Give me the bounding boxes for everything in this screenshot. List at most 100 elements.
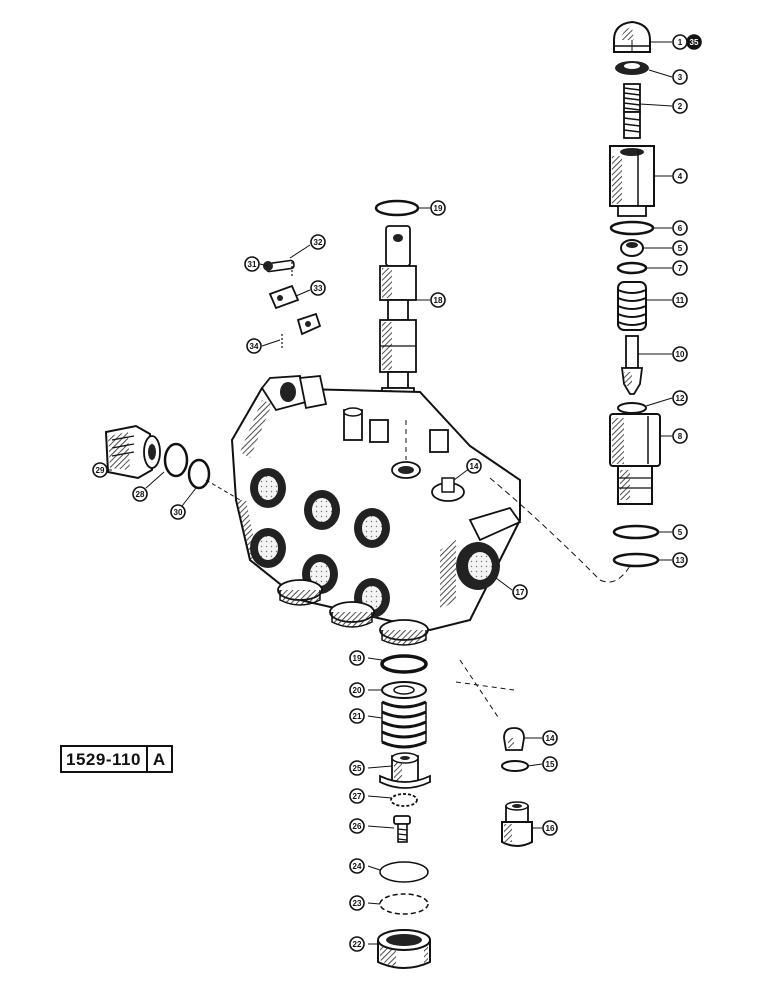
callout-circle xyxy=(92,462,108,478)
callout-circle xyxy=(672,524,688,540)
callout-circle xyxy=(349,895,365,911)
callout-label: 16 xyxy=(546,824,555,833)
callout-label: 35 xyxy=(690,38,699,47)
callout-19: 19 xyxy=(430,200,446,216)
callout-31: 31 xyxy=(244,256,260,272)
callout-35: 35 xyxy=(686,34,702,50)
bushing-22 xyxy=(377,929,431,969)
callout-1: 1 xyxy=(672,34,688,50)
callout-26: 26 xyxy=(349,818,365,834)
callout-circle xyxy=(542,730,558,746)
callout-25: 25 xyxy=(349,760,365,776)
callout-8: 8 xyxy=(672,428,688,444)
callout-23: 23 xyxy=(349,895,365,911)
callout-circle xyxy=(349,936,365,952)
plug-29 xyxy=(104,424,161,480)
callout-circle xyxy=(310,280,326,296)
lock-washer-27 xyxy=(390,793,418,807)
callout-label: 4 xyxy=(678,172,683,181)
o-ring-13 xyxy=(612,552,660,568)
o-ring-5-lower xyxy=(612,524,660,540)
callout-34: 34 xyxy=(246,338,262,354)
callout-label: 8 xyxy=(678,432,683,441)
callout-label: 24 xyxy=(353,862,362,871)
callout-label: 23 xyxy=(353,899,362,908)
callout-33: 33 xyxy=(310,280,326,296)
callout-label: 26 xyxy=(353,822,362,831)
fitting-14 xyxy=(503,727,525,751)
o-ring-19-lower xyxy=(380,654,428,674)
callout-5: 5 xyxy=(672,524,688,540)
callout-27: 27 xyxy=(349,788,365,804)
callout-12: 12 xyxy=(672,390,688,406)
callout-14: 14 xyxy=(542,730,558,746)
port-row-upper xyxy=(250,468,390,548)
callout-label: 31 xyxy=(248,260,257,269)
callout-label: 18 xyxy=(434,296,443,305)
relief-valve-cartridge xyxy=(609,413,661,505)
poppet xyxy=(620,335,644,395)
callout-label: 15 xyxy=(546,760,555,769)
callout-label: 20 xyxy=(353,686,362,695)
callout-circle xyxy=(672,428,688,444)
relief-valve-cap-nut xyxy=(613,20,651,53)
callout-layer: 3513246571110128513191832313334141729283… xyxy=(92,34,702,952)
relief-valve-body-hex xyxy=(609,145,655,217)
callout-circle xyxy=(349,858,365,874)
callout-6: 6 xyxy=(672,220,688,236)
callout-circle xyxy=(672,390,688,406)
relief-spring xyxy=(617,281,647,331)
linkage-parts xyxy=(263,259,322,348)
callout-22: 22 xyxy=(349,936,365,952)
callout-30: 30 xyxy=(170,504,186,520)
callout-label: 12 xyxy=(676,394,685,403)
callout-circle xyxy=(466,458,482,474)
callout-circle xyxy=(310,234,326,250)
callout-circle xyxy=(672,98,688,114)
ring-28 xyxy=(163,442,189,478)
figure-reference-box: 1529-110 A xyxy=(60,745,173,773)
callout-label: 14 xyxy=(546,734,555,743)
ring-30 xyxy=(187,458,211,490)
callout-circle xyxy=(132,486,148,502)
callout-13: 13 xyxy=(672,552,688,568)
callout-label: 11 xyxy=(676,296,685,305)
callout-21: 21 xyxy=(349,708,365,724)
callout-28: 28 xyxy=(132,486,148,502)
callout-label: 22 xyxy=(353,940,362,949)
callout-32: 32 xyxy=(310,234,326,250)
ring-12 xyxy=(617,402,647,414)
callout-label: 14 xyxy=(470,462,479,471)
callout-3: 3 xyxy=(672,69,688,85)
callout-label: 33 xyxy=(314,284,323,293)
ring-15 xyxy=(501,760,529,772)
figure-reference-number: 1529-110 xyxy=(66,749,141,769)
valve-body xyxy=(230,375,522,646)
callout-label: 19 xyxy=(353,654,362,663)
callout-15: 15 xyxy=(542,756,558,772)
callout-label: 21 xyxy=(353,712,362,721)
callout-label: 30 xyxy=(174,508,183,517)
callout-circle xyxy=(430,200,446,216)
callout-circle xyxy=(672,346,688,362)
callout-19: 19 xyxy=(349,650,365,666)
callout-label: 3 xyxy=(678,73,683,82)
callout-circle xyxy=(672,168,688,184)
leader-lines xyxy=(102,41,673,945)
callout-2: 2 xyxy=(672,98,688,114)
callout-17: 17 xyxy=(512,584,528,600)
plug-16 xyxy=(501,801,533,847)
callout-circle xyxy=(512,584,528,600)
callout-circle xyxy=(244,256,260,272)
callout-circle xyxy=(672,34,688,50)
callout-label: 5 xyxy=(678,528,683,537)
jam-nut xyxy=(615,61,649,75)
callout-11: 11 xyxy=(672,292,688,308)
callout-5: 5 xyxy=(672,240,688,256)
callout-label: 27 xyxy=(353,792,362,801)
callout-circle xyxy=(672,220,688,236)
callout-label: 7 xyxy=(678,264,683,273)
o-ring-6 xyxy=(609,220,655,236)
callout-circle xyxy=(672,69,688,85)
